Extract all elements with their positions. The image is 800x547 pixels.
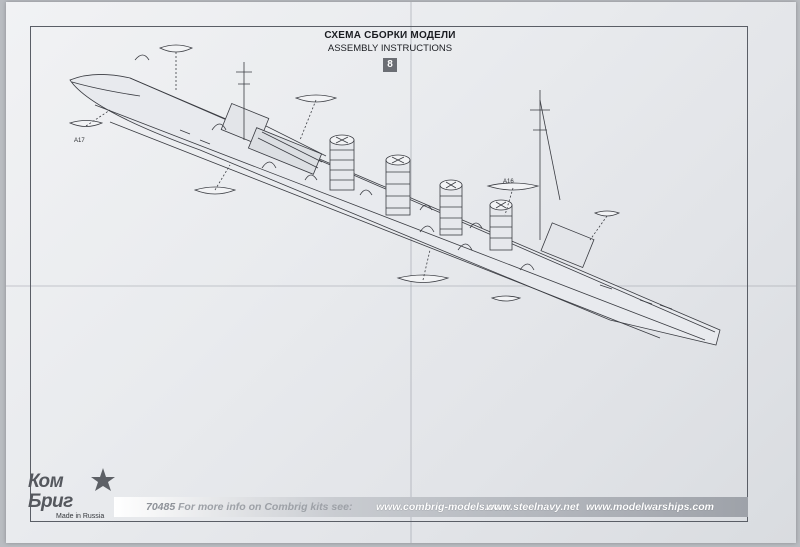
hull-lower-line <box>109 121 661 339</box>
more-info-text: For more info on Combrig kits see: <box>178 501 353 513</box>
mainmast-yard <box>539 99 561 201</box>
page-frame <box>30 26 748 522</box>
hull-deck-line <box>129 77 716 333</box>
davits <box>134 54 535 271</box>
boat-top-left <box>158 44 194 53</box>
bow-rail <box>71 81 141 97</box>
boat-small-right <box>593 210 621 217</box>
link-modelwarships: www.modelwarships.com <box>586 501 714 513</box>
boat-upper-middle <box>294 94 338 103</box>
part-label-a16: A16 <box>503 179 514 185</box>
mainmast <box>530 90 550 240</box>
product-code: 70485 <box>146 501 176 513</box>
footer: Ком Бриг Made in Russia 70485 For more i… <box>26 468 748 523</box>
link-steelnavy: www.steelnavy.net <box>486 501 580 513</box>
hull-waterline <box>94 104 706 341</box>
made-in-russia: Made in Russia <box>56 513 105 520</box>
aft-superstructure <box>540 222 595 269</box>
funnel-1 <box>329 134 355 191</box>
foremast <box>236 62 252 140</box>
boat-left <box>193 186 237 195</box>
fold-line-horizontal <box>6 285 796 287</box>
combrig-logo: Ком Бриг Made in Russia <box>26 467 136 523</box>
funnel-2 <box>385 154 411 216</box>
title-russian: СХЕМА СБОРКИ МОДЕЛИ <box>324 30 456 41</box>
logo-text-top: Ком <box>28 471 64 492</box>
boat-a16 <box>486 182 540 191</box>
deckhouse-grid <box>247 127 323 175</box>
assembly-guide-lines <box>85 52 608 281</box>
part-label-a17: A17 <box>74 138 85 144</box>
page-heading: СХЕМА СБОРКИ МОДЕЛИ ASSEMBLY INSTRUCTION… <box>300 30 480 72</box>
funnel-4 <box>489 199 513 251</box>
star-emblem-icon <box>91 468 115 491</box>
boat-a17 <box>68 120 104 127</box>
gun-mounts <box>179 129 673 310</box>
deckhouse-grid-lines <box>257 125 327 169</box>
footer-bar <box>114 497 748 517</box>
title-english: ASSEMBLY INSTRUCTIONS <box>327 43 453 54</box>
funnel-3 <box>439 179 463 236</box>
fold-line-vertical <box>410 2 412 543</box>
ventilator-group <box>304 174 483 229</box>
logo-text-bottom: Бриг <box>28 491 73 512</box>
boat-small-lower <box>490 295 522 302</box>
link-combrig: www.combrig-models.com <box>376 501 510 513</box>
page-number-badge: 8 <box>383 58 397 72</box>
